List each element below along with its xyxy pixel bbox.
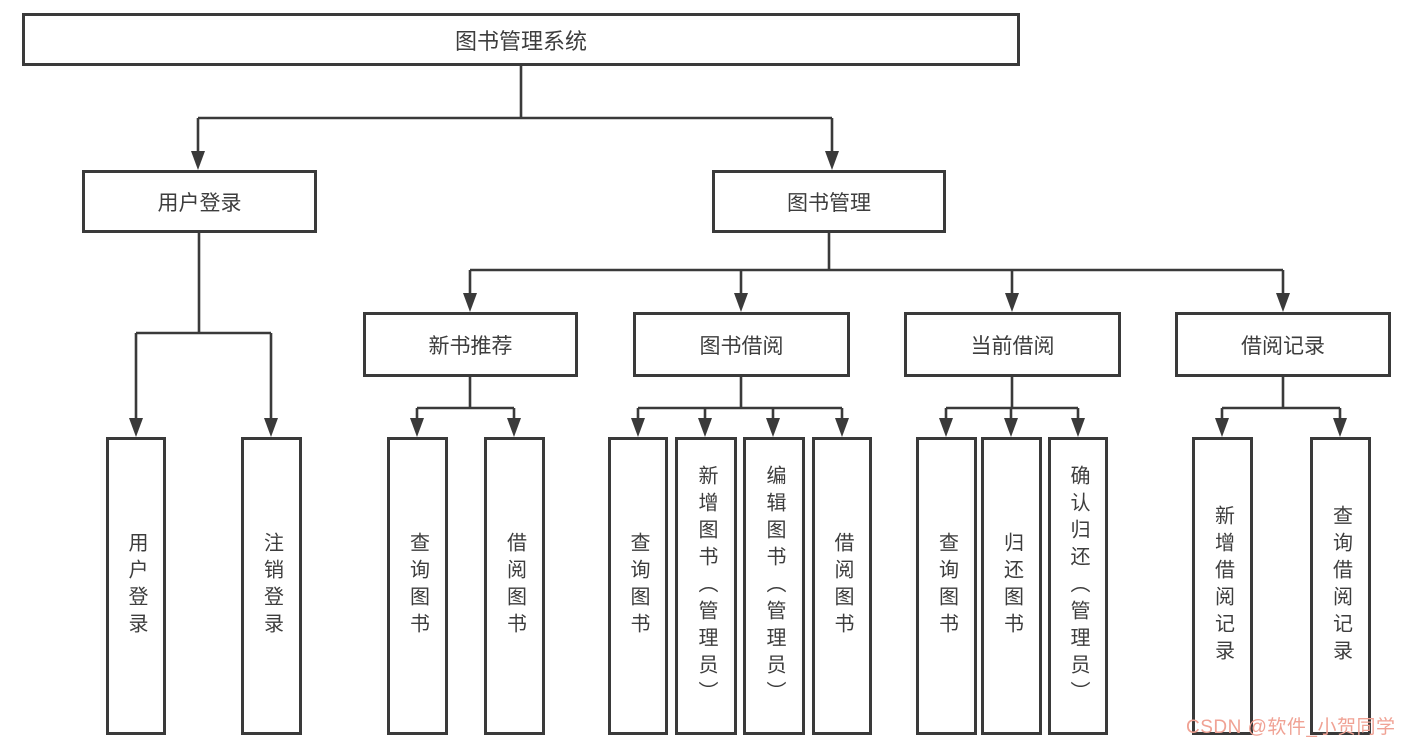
leaf-query-book-2: 查询图书 (608, 437, 668, 735)
arrowhead (1215, 418, 1229, 437)
node-label: 借阅图书 (831, 532, 853, 640)
leaf-borrow-book-2: 借阅图书 (812, 437, 872, 735)
node-label: 注销登录 (260, 532, 283, 640)
arrowhead (1071, 418, 1085, 437)
arrowhead (825, 151, 839, 170)
node-label: 新增图书（管理员） (695, 464, 717, 708)
node-label: 查询图书 (406, 532, 429, 640)
arrowhead (507, 418, 521, 437)
leaf-query-book-3: 查询图书 (916, 437, 977, 735)
node-label: 用户登录 (157, 191, 242, 215)
leaf-confirm-return-admin: 确认归还（管理员） (1048, 437, 1108, 735)
csdn-watermark: CSDN @软件_小贺同学 (1186, 717, 1396, 738)
arrowhead (766, 418, 780, 437)
node-label: 确认归还（管理员） (1067, 464, 1089, 708)
leaf-borrow-book-1: 借阅图书 (484, 437, 545, 735)
node-label: 查询图书 (627, 532, 649, 640)
node-label: 图书管理 (787, 191, 871, 215)
node-new-book-recommend: 新书推荐 (363, 312, 578, 377)
node-label: 图书管理系统 (454, 28, 587, 54)
node-system-root: 图书管理系统 (22, 13, 1020, 66)
node-label: 归还图书 (1000, 532, 1023, 640)
node-current-borrow: 当前借阅 (904, 312, 1121, 377)
arrowhead (939, 418, 953, 437)
node-label: 编辑图书（管理员） (763, 464, 785, 708)
arrowhead (1004, 418, 1018, 437)
node-book-borrow: 图书借阅 (633, 312, 850, 377)
arrowhead (191, 151, 205, 170)
leaf-query-book-1: 查询图书 (387, 437, 448, 735)
arrowhead (129, 418, 143, 437)
node-user-login: 用户登录 (82, 170, 317, 233)
node-label: 新增借阅记录 (1211, 505, 1234, 667)
leaf-add-borrow-record: 新增借阅记录 (1192, 437, 1253, 735)
arrowhead (463, 293, 477, 312)
leaf-query-borrow-record: 查询借阅记录 (1310, 437, 1371, 735)
node-label: 查询借阅记录 (1329, 505, 1352, 667)
arrowhead (1333, 418, 1347, 437)
leaf-return-book: 归还图书 (981, 437, 1042, 735)
arrowhead (1005, 293, 1019, 312)
arrowhead (264, 418, 278, 437)
arrowhead (631, 418, 645, 437)
leaf-logout: 注销登录 (241, 437, 302, 735)
node-label: 当前借阅 (970, 334, 1055, 358)
node-label: 图书借阅 (699, 334, 784, 358)
node-book-management: 图书管理 (712, 170, 946, 233)
node-label: 查询图书 (935, 532, 958, 640)
node-label: 借阅记录 (1241, 334, 1325, 358)
leaf-edit-book-admin: 编辑图书（管理员） (743, 437, 805, 735)
arrowhead (698, 418, 712, 437)
leaf-user-login: 用户登录 (106, 437, 166, 735)
arrowhead (835, 418, 849, 437)
node-label: 借阅图书 (503, 532, 526, 640)
node-label: 用户登录 (125, 532, 147, 640)
leaf-add-book-admin: 新增图书（管理员） (675, 437, 737, 735)
node-label: 新书推荐 (428, 334, 513, 358)
arrowhead (1276, 293, 1290, 312)
node-borrow-record: 借阅记录 (1175, 312, 1391, 377)
arrowhead (410, 418, 424, 437)
arrowhead (734, 293, 748, 312)
